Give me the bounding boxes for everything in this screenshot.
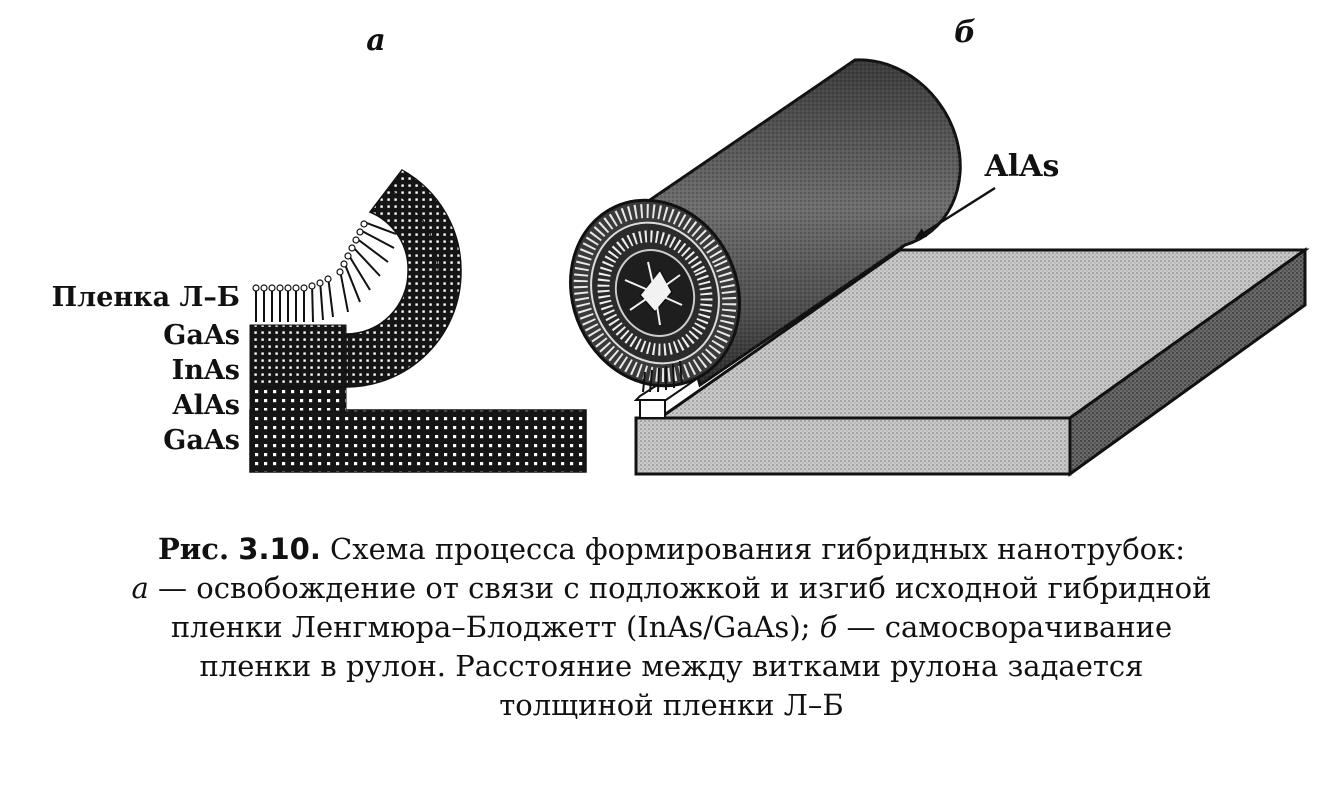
nanotube-formation-figure: а Пленка Л–Б GaAs InAs AlAs GaAs — [52, 15, 1310, 477]
caption-fig-number: 3.10. — [238, 532, 321, 566]
panel-a: а Пленка Л–Б GaAs InAs AlAs GaAs — [52, 23, 587, 473]
lb-film-molecules — [255, 221, 397, 323]
inas-gaas-stack — [249, 324, 347, 388]
caption-a-text: — освобождение от связи с подложкой и из… — [148, 571, 1212, 605]
curl-outer-band — [389, 169, 462, 273]
caption-title: Схема процесса формирования гибридных на… — [320, 532, 1186, 566]
panel-a-letter: а — [366, 23, 385, 58]
caption-line-5: толщиной пленки Л–Б — [499, 688, 844, 722]
lb-film-heads — [252, 220, 368, 292]
substrate-front-face — [634, 416, 1072, 476]
layer-label-lb-film: Пленка Л–Б — [52, 282, 240, 313]
roll-core — [639, 268, 673, 314]
substrate-side-face — [1068, 247, 1307, 477]
caption-line-2: а — освобождение от связи с подложкой и … — [20, 569, 1323, 608]
caption-b-text: — самосворачивание — [837, 610, 1173, 644]
layer-label-alas: AlAs — [172, 390, 240, 421]
alas-callout-arrow — [914, 186, 996, 240]
roll-fringe — [642, 360, 683, 393]
caption-line-3-start: пленки Ленгмюра–Блоджетт (InAs/GaAs); — [170, 610, 820, 644]
caption-line-3: пленки Ленгмюра–Блоджетт (InAs/GaAs); б … — [20, 608, 1323, 647]
caption-line-4: пленки в рулон. Расстояние между витками… — [199, 649, 1144, 683]
alas-strip-end — [639, 399, 666, 419]
caption-fig-word: Рис. — [157, 532, 230, 566]
panel-b-letter: б — [954, 15, 976, 50]
layer-label-gaas-top: GaAs — [163, 320, 240, 351]
alas-layer — [249, 386, 347, 412]
layer-label-gaas-substrate: GaAs — [163, 425, 240, 456]
figure-caption: Рис. 3.10. Схема процесса формирования г… — [20, 530, 1323, 725]
roll-core-spikes — [624, 261, 683, 326]
alas-callout-label: AlAs — [984, 149, 1060, 184]
caption-letter-b: б — [819, 610, 838, 644]
caption-letter-a: а — [131, 571, 149, 605]
panel-b: б — [569, 15, 1310, 477]
caption-line-1: Рис. 3.10. Схема процесса формирования г… — [20, 530, 1323, 569]
substrate-gaas — [249, 409, 587, 473]
layer-labels: Пленка Л–Б GaAs InAs AlAs GaAs — [52, 282, 240, 456]
layer-label-inas: InAs — [172, 355, 240, 386]
